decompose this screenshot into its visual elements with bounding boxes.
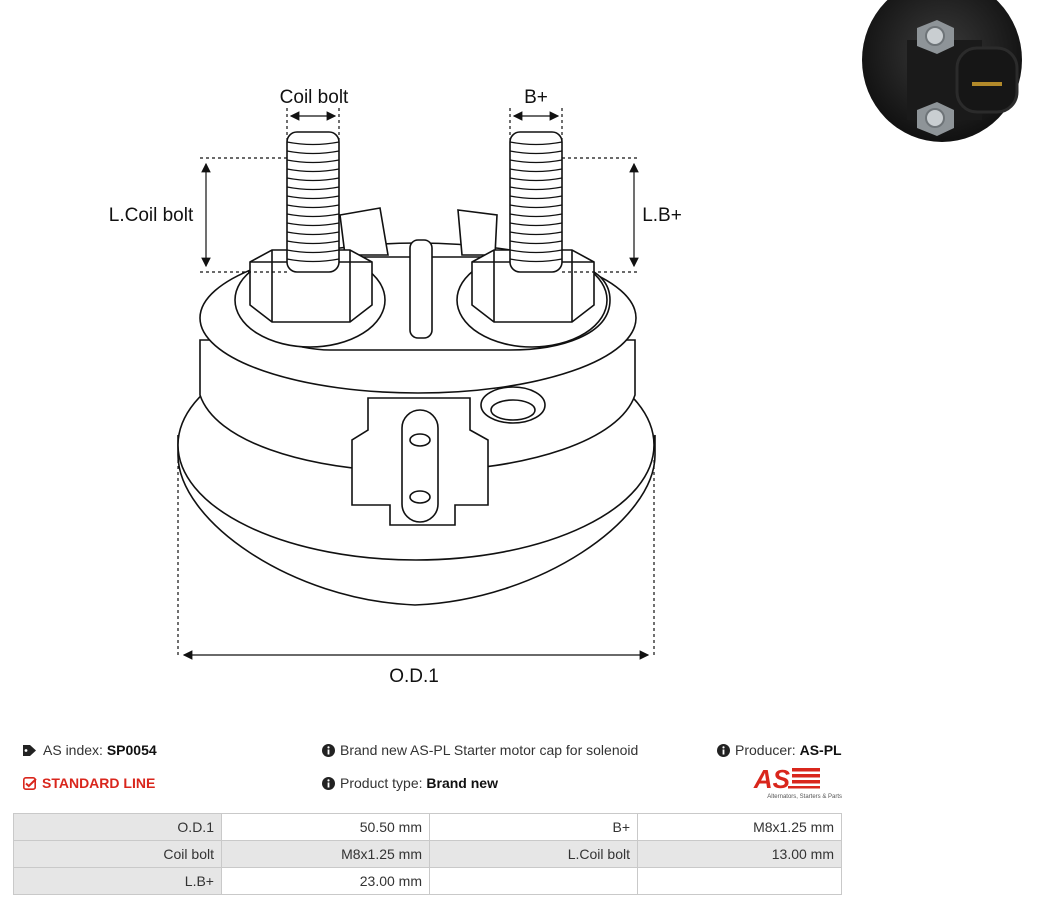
spec-label: O.D.1	[13, 813, 222, 841]
spec-label: L.B+	[13, 867, 222, 895]
center-ridge	[409, 239, 433, 339]
bolt-thread	[286, 249, 340, 254]
standard-line-badge: STANDARD LINE	[23, 775, 155, 793]
info-icon	[322, 777, 335, 793]
as-index-value: SP0054	[106, 742, 157, 758]
label-l-b-plus: L.B+	[642, 205, 682, 226]
bolt-thread	[286, 150, 340, 155]
spec-label	[429, 867, 638, 895]
table-row: L.B+ 23.00 mm	[13, 867, 842, 895]
label-b-plus: B+	[524, 87, 548, 108]
bolt-thread	[286, 186, 340, 191]
spec-label: L.Coil bolt	[429, 840, 638, 868]
bolt-thread	[509, 249, 563, 254]
bolt-thread	[286, 222, 340, 227]
checkbox-checked-icon	[23, 777, 37, 793]
producer: Producer: AS-PL	[717, 742, 842, 760]
bolt-thread	[286, 240, 340, 245]
bolt-thread	[509, 258, 563, 263]
spec-value: M8x1.25 mm	[637, 813, 842, 841]
label-l-coil-bolt: L.Coil bolt	[109, 205, 194, 226]
bolt-thread	[509, 213, 563, 218]
product-photo[interactable]	[862, 0, 1028, 142]
bolt-thread	[509, 204, 563, 209]
bolt-thread	[509, 177, 563, 182]
tag-icon	[23, 744, 38, 760]
specs-table: O.D.1 50.50 mm B+ M8x1.25 mm Coil bolt M…	[13, 813, 842, 895]
description-text: Brand new AS-PL Starter motor cap for so…	[340, 742, 639, 758]
table-row: Coil bolt M8x1.25 mm L.Coil bolt 13.00 m…	[13, 840, 842, 868]
spec-value: 50.50 mm	[221, 813, 430, 841]
bolt-thread	[509, 195, 563, 200]
b-plus-bolt	[509, 131, 563, 273]
bolt-thread	[286, 204, 340, 209]
bolt-thread	[509, 150, 563, 155]
bolt-thread	[286, 213, 340, 218]
logo-mark: AS	[753, 764, 791, 794]
table-row: O.D.1 50.50 mm B+ M8x1.25 mm	[13, 813, 842, 841]
bolt-thread	[509, 222, 563, 227]
spec-value: 13.00 mm	[637, 840, 842, 868]
producer-value: AS-PL	[799, 742, 842, 758]
bolt-thread	[286, 168, 340, 173]
info-icon	[717, 744, 730, 760]
bolt-thread	[509, 159, 563, 164]
bolt-thread	[286, 195, 340, 200]
product-type-value: Brand new	[426, 775, 498, 791]
spec-label: Coil bolt	[13, 840, 222, 868]
spec-value: M8x1.25 mm	[221, 840, 430, 868]
as-index: AS index: SP0054	[23, 742, 157, 760]
logo-tagline: Alternators, Starters & Parts	[767, 794, 842, 800]
coil-bolt	[286, 131, 340, 273]
bolt-thread	[509, 141, 563, 146]
standard-line-text: STANDARD LINE	[42, 775, 156, 791]
bolt-thread	[286, 141, 340, 146]
label-coil-bolt: Coil bolt	[280, 87, 349, 108]
as-index-label: AS index:	[43, 742, 103, 758]
bolt-thread	[509, 168, 563, 173]
description: Brand new AS-PL Starter motor cap for so…	[322, 742, 638, 760]
spec-value: 23.00 mm	[221, 867, 430, 895]
info-icon	[322, 744, 335, 760]
bolt-thread	[509, 186, 563, 191]
product-type: Product type: Brand new	[322, 775, 498, 793]
bolt-thread	[286, 231, 340, 236]
bolt-thread	[509, 231, 563, 236]
label-od1: O.D.1	[389, 666, 439, 687]
bolt-thread	[286, 258, 340, 263]
bolt-thread	[286, 177, 340, 182]
producer-label: Producer:	[735, 742, 796, 758]
product-type-label: Product type:	[340, 775, 423, 791]
spec-value	[637, 867, 842, 895]
bolt-thread	[286, 159, 340, 164]
spec-label: B+	[429, 813, 638, 841]
bolt-thread	[509, 240, 563, 245]
as-pl-logo: AS Alternators, Starters & Parts	[753, 764, 842, 800]
technical-drawing: Coil bolt B+ L.Coil bolt L.B+ O.D.1	[109, 87, 682, 687]
